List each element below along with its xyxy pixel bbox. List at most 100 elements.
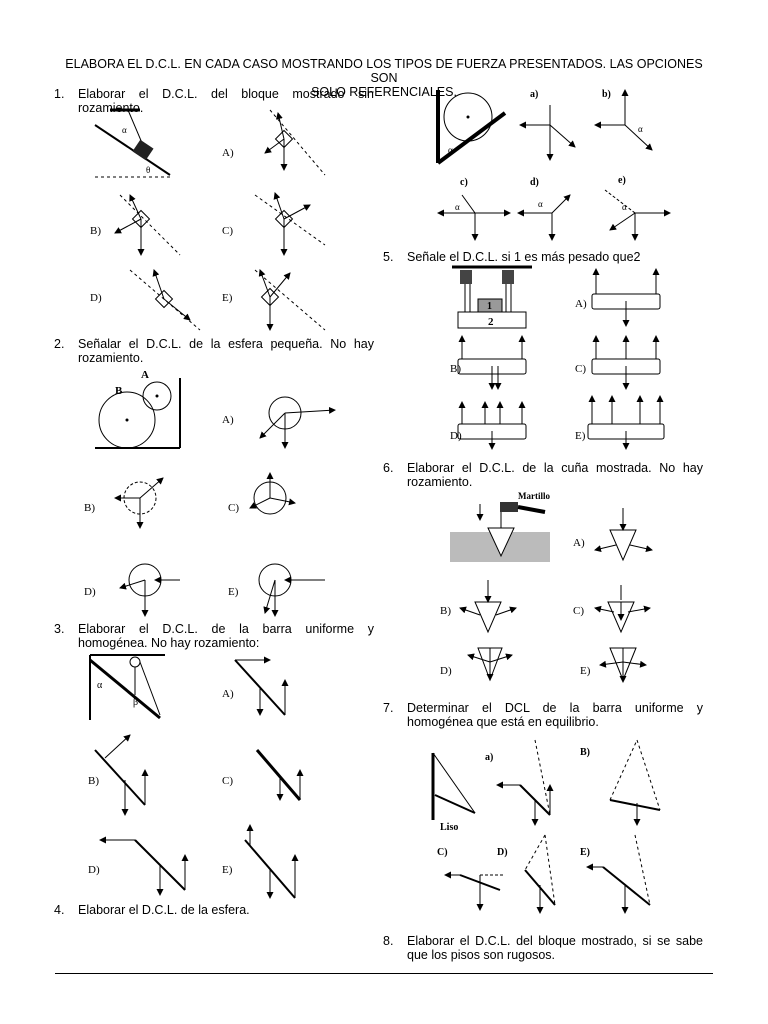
q6-option-b: B) bbox=[440, 605, 451, 617]
option-d-diagram bbox=[129, 269, 201, 331]
option-a-diagram bbox=[234, 656, 289, 716]
question-number: 7. bbox=[383, 701, 394, 715]
q2-option-d: D) bbox=[84, 586, 96, 598]
option-c-diagram bbox=[249, 472, 296, 515]
q2-option-c: C) bbox=[228, 502, 239, 514]
q3-figure: α β bbox=[89, 654, 304, 899]
option-d-diagram: d) α bbox=[517, 177, 571, 241]
q5-option-b: B) bbox=[450, 363, 461, 375]
question-number: 4. bbox=[54, 903, 65, 917]
question-number: 2. bbox=[54, 337, 65, 351]
question-3: 3. Elaborar el D.C.L. de la barra unifor… bbox=[54, 622, 374, 650]
alpha-label: α bbox=[122, 125, 127, 135]
liso-label: Liso bbox=[440, 822, 458, 833]
q1-option-a: A) bbox=[222, 147, 234, 159]
q5-figure: 1 2 bbox=[452, 265, 665, 450]
wedge-diagram: Martillo bbox=[450, 491, 550, 562]
option-a-diagram: a) bbox=[485, 739, 554, 826]
alpha-label: α bbox=[97, 680, 103, 691]
option-d-label: D) bbox=[497, 847, 508, 858]
question-text: Elaborar el D.C.L. del bloque mostrado, … bbox=[407, 934, 703, 962]
option-a-diagram bbox=[264, 109, 326, 176]
option-a-label: a) bbox=[485, 752, 493, 763]
bar-wall-diagram: Liso bbox=[431, 752, 476, 833]
option-c-diagram bbox=[594, 585, 651, 634]
theta-label: θ bbox=[146, 165, 150, 175]
title-line-2: SOLO REFERENCIALES. bbox=[311, 85, 457, 99]
blocks-diagram: 1 2 bbox=[452, 265, 532, 329]
q2-option-a: A) bbox=[222, 414, 234, 426]
q1-option-e: E) bbox=[222, 292, 233, 304]
alpha-label: α bbox=[638, 124, 643, 134]
option-a-diagram bbox=[594, 508, 653, 562]
q6-option-a: A) bbox=[573, 537, 585, 549]
sphere-b-label: B bbox=[115, 385, 123, 397]
option-a-diagram bbox=[591, 268, 661, 327]
option-e-diagram bbox=[599, 647, 647, 683]
question-text: Elaborar el D.C.L. de la barra uniforme … bbox=[78, 622, 374, 650]
footer-divider bbox=[55, 973, 713, 974]
option-b-diagram: b) α bbox=[594, 89, 653, 151]
question-7: 7. Determinar el DCL de la barra uniform… bbox=[383, 701, 703, 729]
q3-option-b: B) bbox=[88, 775, 99, 787]
question-text: Determinar el DCL de la barra uniforme y… bbox=[407, 701, 703, 729]
q6-option-e: E) bbox=[580, 665, 591, 677]
option-e-diagram bbox=[244, 824, 299, 899]
option-c-diagram: C) bbox=[437, 847, 505, 911]
question-number: 6. bbox=[383, 461, 394, 475]
q2-option-b: B) bbox=[84, 502, 95, 514]
option-b-diagram bbox=[114, 477, 164, 529]
option-b-diagram: B) bbox=[580, 739, 661, 826]
q5-option-c: C) bbox=[575, 363, 586, 375]
option-e-diagram: E) bbox=[580, 834, 651, 914]
martillo-label: Martillo bbox=[518, 491, 550, 501]
option-e-diagram bbox=[587, 395, 665, 450]
option-e-label: e) bbox=[618, 175, 626, 186]
question-4: 4. Elaborar el D.C.L. de la esfera. bbox=[54, 903, 374, 917]
option-e-diagram bbox=[258, 563, 325, 617]
spheres-diagram: B A bbox=[95, 369, 181, 449]
option-b-diagram bbox=[457, 335, 527, 390]
alpha-label: α bbox=[538, 199, 543, 209]
option-d-label: d) bbox=[530, 177, 539, 188]
question-text: Señale el D.C.L. si 1 es más pesado que2 bbox=[407, 250, 641, 264]
q5-option-e: E) bbox=[575, 430, 586, 442]
option-b-diagram bbox=[459, 580, 517, 634]
question-6: 6. Elaborar el D.C.L. de la cuña mostrad… bbox=[383, 461, 703, 489]
alpha-label: α bbox=[448, 145, 453, 155]
q5-option-a: A) bbox=[575, 298, 587, 310]
q6-option-c: C) bbox=[573, 605, 584, 617]
q6-figure: Martillo bbox=[450, 491, 653, 683]
option-c-label: C) bbox=[437, 847, 448, 858]
option-d-diagram bbox=[119, 563, 180, 617]
option-e-label: E) bbox=[580, 847, 590, 858]
option-d-diagram bbox=[457, 401, 527, 450]
question-5: 5. Señale el D.C.L. si 1 es más pesado q… bbox=[383, 250, 713, 264]
question-text: Señalar el D.C.L. de la esfera pequeña. … bbox=[78, 337, 374, 365]
q3-option-c: C) bbox=[222, 775, 233, 787]
beta-label: β bbox=[133, 697, 138, 708]
option-c-label: c) bbox=[460, 177, 468, 188]
q3-option-e: E) bbox=[222, 864, 233, 876]
q6-option-d: D) bbox=[440, 665, 452, 677]
question-8: 8. Elaborar el D.C.L. del bloque mostrad… bbox=[383, 934, 703, 962]
question-number: 3. bbox=[54, 622, 65, 636]
option-a-label: a) bbox=[530, 89, 538, 100]
block-1-label: 1 bbox=[487, 301, 492, 312]
block-2-label: 2 bbox=[488, 316, 494, 328]
option-d-diagram bbox=[99, 836, 189, 896]
q4-figure: α a) b) α c) α d) α e) α bbox=[436, 89, 671, 241]
q3-option-a: A) bbox=[222, 688, 234, 700]
option-c-diagram bbox=[591, 335, 661, 390]
q2-option-e: E) bbox=[228, 586, 239, 598]
q1-option-c: C) bbox=[222, 225, 233, 237]
q5-option-d: D) bbox=[450, 430, 462, 442]
q7-figure: Liso a) B) C) D) E) bbox=[431, 739, 661, 914]
sphere-a-label: A bbox=[141, 369, 149, 381]
q3-option-d: D) bbox=[88, 864, 100, 876]
option-d-diagram bbox=[467, 647, 513, 682]
q1-option-b: B) bbox=[90, 225, 101, 237]
page-title: ELABORA EL D.C.L. EN CADA CASO MOSTRANDO… bbox=[60, 57, 708, 99]
option-e-diagram bbox=[254, 269, 326, 331]
bar-diagram: α β bbox=[89, 654, 165, 720]
